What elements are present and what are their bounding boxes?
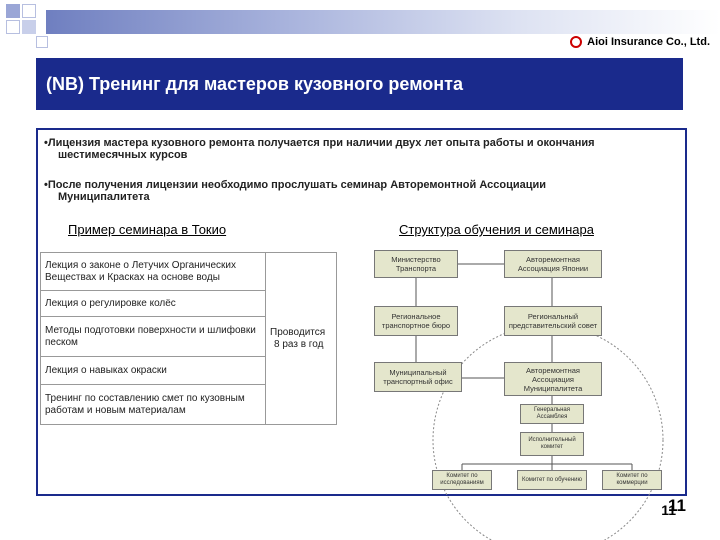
lecture-painting: Лекция о навыках окраски bbox=[40, 356, 266, 385]
bullet-2: •После получения лицензии необходимо про… bbox=[44, 179, 546, 203]
lecture-wheels: Лекция о регулировке колёс bbox=[40, 290, 266, 317]
page-number-overlay: 11 bbox=[668, 496, 686, 515]
lecture-sanding: Методы подготовки поверхности и шлифовки… bbox=[40, 316, 266, 357]
frequency-line2: 8 раз в год bbox=[274, 338, 324, 350]
lecture-voc-line2: Веществах и Красках на основе воды bbox=[45, 271, 220, 283]
content-frame bbox=[36, 128, 687, 496]
seminar-table: Лекция о законе о Летучих Органических В… bbox=[40, 252, 337, 425]
lecture-estimates: Тренинг по составлению смет по кузовным … bbox=[40, 384, 266, 425]
company-label: Aioi Insurance Co., Ltd. bbox=[570, 36, 710, 48]
box-muni-bureau: Муниципальный транспортный офис bbox=[374, 362, 462, 392]
frequency-cell: Проводится 8 раз в год bbox=[265, 252, 337, 425]
decor-square bbox=[6, 20, 20, 34]
lecture-estimates-line1: Тренинг по составлению смет по кузовным bbox=[45, 392, 245, 404]
table-row: Лекция о законе о Летучих Органических В… bbox=[40, 252, 337, 425]
lecture-wheels-line1: Лекция о регулировке колёс bbox=[45, 297, 176, 309]
company-name: Aioi Insurance Co., Ltd. bbox=[587, 36, 710, 48]
lecture-estimates-line2: работам и новым материалам bbox=[45, 404, 186, 416]
structure-heading: Структура обучения и семинара bbox=[399, 222, 594, 237]
lecture-sanding-line1: Методы подготовки поверхности и шлифовки bbox=[45, 324, 256, 336]
box-muni-assoc: Авторемонтная Ассоциация Муниципалитета bbox=[504, 362, 602, 396]
box-regional-office: Региональный представительский совет bbox=[504, 306, 602, 336]
frequency-line1: Проводится bbox=[270, 326, 326, 338]
table-row: Тренинг по составлению смет по кузовным … bbox=[40, 384, 337, 425]
header-gradient-band bbox=[46, 10, 720, 34]
box-executive: Исполнительный комитет bbox=[520, 432, 584, 456]
slide-title: (NB) Тренинг для мастеров кузовного ремо… bbox=[36, 58, 683, 110]
company-logo-icon bbox=[570, 36, 583, 48]
lecture-sanding-line2: песком bbox=[45, 336, 78, 348]
lecture-voc-line1: Лекция о законе о Летучих Органических bbox=[45, 259, 236, 271]
box-regional-bureau: Региональное транспортное бюро bbox=[374, 306, 458, 336]
bullet-2-line2: Муниципалитета bbox=[58, 191, 150, 203]
bullet-1-line2: шестимесячных курсов bbox=[58, 149, 188, 161]
box-education-committee: Комитет по обучению bbox=[517, 470, 587, 490]
box-general-assembly: Генеральная Ассамблея bbox=[520, 404, 584, 424]
decor-square bbox=[22, 4, 36, 18]
table-row: Лекция о навыках окраски bbox=[40, 356, 337, 385]
box-ministry: Министерство Транспорта bbox=[374, 250, 458, 278]
decor-square bbox=[36, 36, 48, 48]
page-number: 11 bbox=[661, 502, 676, 518]
bullet-1: •Лицензия мастера кузовного ремонта полу… bbox=[44, 137, 595, 161]
lecture-voc: Лекция о законе о Летучих Органических В… bbox=[40, 252, 266, 291]
box-tech-committee: Комитет по исследованиям bbox=[432, 470, 492, 490]
lecture-painting-line1: Лекция о навыках окраски bbox=[45, 364, 167, 376]
seminar-heading: Пример семинара в Токио bbox=[68, 222, 227, 237]
bullet-2-line1: •После получения лицензии необходимо про… bbox=[44, 179, 547, 191]
table-row: Методы подготовки поверхности и шлифовки… bbox=[40, 316, 337, 357]
decor-square bbox=[22, 20, 36, 34]
slide-title-text: (NB) Тренинг для мастеров кузовного ремо… bbox=[46, 73, 463, 94]
box-business-committee: Комитет по коммерции bbox=[602, 470, 662, 490]
box-assoc-japan: Авторемонтная Ассоциация Японии bbox=[504, 250, 602, 278]
decor-square bbox=[6, 4, 20, 18]
bullet-1-line1: •Лицензия мастера кузовного ремонта полу… bbox=[44, 137, 595, 149]
